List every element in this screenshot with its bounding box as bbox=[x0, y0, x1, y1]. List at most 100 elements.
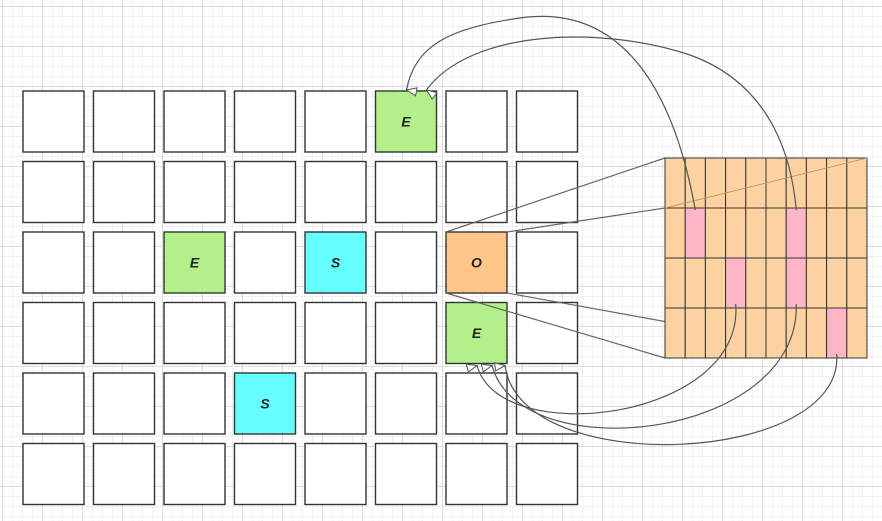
grid-cell bbox=[515, 231, 579, 294]
matrix-cell bbox=[745, 207, 767, 259]
cell-label: S bbox=[260, 396, 270, 412]
cell-e bbox=[445, 301, 508, 365]
matrix-cell bbox=[846, 257, 868, 309]
cell-e bbox=[163, 231, 226, 294]
matrix-diagonal bbox=[664, 157, 868, 209]
cell-e bbox=[374, 90, 438, 153]
matrix-cell bbox=[826, 207, 848, 259]
matrix-cell bbox=[846, 307, 868, 359]
grid-cell bbox=[163, 301, 226, 365]
grid-cell bbox=[515, 301, 579, 365]
grid-cell bbox=[304, 372, 367, 435]
matrix-cell bbox=[745, 157, 767, 209]
cell-s bbox=[304, 231, 367, 294]
grid-cell bbox=[445, 372, 508, 435]
grid-cell bbox=[374, 372, 438, 435]
grid-cell bbox=[92, 160, 156, 224]
grid-cell bbox=[233, 301, 297, 365]
grid-cell bbox=[515, 442, 579, 506]
matrix-cell bbox=[745, 257, 767, 309]
grid-cell bbox=[445, 442, 508, 506]
matrix-cell-highlight bbox=[725, 257, 747, 309]
cell-s bbox=[233, 372, 297, 435]
matrix-cell-highlight bbox=[684, 207, 706, 259]
matrix-cell bbox=[826, 257, 848, 309]
matrix-cell bbox=[805, 307, 828, 359]
detail-matrix bbox=[664, 157, 868, 359]
grid-cell bbox=[22, 372, 85, 435]
zoom-connector-line bbox=[445, 157, 666, 233]
cell-label: E bbox=[472, 325, 482, 341]
grid-cell bbox=[445, 160, 508, 224]
matrix-cell bbox=[805, 157, 828, 209]
matrix-cell bbox=[664, 307, 686, 359]
matrix-cell bbox=[664, 207, 686, 259]
matrix-cell bbox=[805, 207, 828, 259]
cell-grid: E E S O E S bbox=[22, 90, 579, 506]
cell-o bbox=[445, 231, 508, 294]
matrix-cell bbox=[684, 257, 706, 309]
grid-cell bbox=[515, 90, 579, 153]
grid-cell bbox=[304, 301, 367, 365]
matrix-cell bbox=[805, 257, 828, 309]
matrix-cell bbox=[846, 157, 868, 209]
matrix-cell-highlight bbox=[785, 257, 807, 309]
grid-cell bbox=[515, 160, 579, 224]
grid-cell bbox=[92, 301, 156, 365]
reference-arrow bbox=[427, 36, 797, 211]
zoom-connector-line bbox=[445, 292, 666, 359]
grid-cell bbox=[233, 160, 297, 224]
grid-cell bbox=[304, 442, 367, 506]
grid-cell bbox=[233, 90, 297, 153]
matrix-cell bbox=[704, 257, 727, 309]
grid-cell bbox=[92, 231, 156, 294]
grid-cell bbox=[374, 231, 438, 294]
matrix-cell bbox=[725, 157, 747, 209]
grid-cell bbox=[515, 372, 579, 435]
reference-arrow bbox=[505, 353, 838, 446]
matrix-cell bbox=[664, 257, 686, 309]
matrix-cell bbox=[745, 307, 767, 359]
reference-arrow bbox=[477, 303, 737, 415]
matrix-cell bbox=[765, 257, 787, 309]
matrix-cell bbox=[704, 207, 727, 259]
grid-cell bbox=[92, 442, 156, 506]
matrix-cell bbox=[785, 157, 807, 209]
grid-cell bbox=[445, 90, 508, 153]
matrix-cell bbox=[765, 307, 787, 359]
grid-cell bbox=[374, 442, 438, 506]
matrix-cell bbox=[846, 207, 868, 259]
cell-label: O bbox=[471, 255, 482, 271]
grid-cell bbox=[163, 160, 226, 224]
grid-cell bbox=[304, 90, 367, 153]
grid-cell bbox=[92, 90, 156, 153]
cell-label: E bbox=[190, 255, 200, 271]
grid-cell bbox=[374, 301, 438, 365]
matrix-cell-highlight bbox=[826, 307, 848, 359]
grid-cell bbox=[163, 442, 226, 506]
grid-cell bbox=[233, 231, 297, 294]
cell-label: E bbox=[401, 114, 411, 130]
grid-cell bbox=[233, 442, 297, 506]
grid-cell bbox=[374, 160, 438, 224]
matrix-cell bbox=[704, 307, 727, 359]
matrix-cell bbox=[765, 207, 787, 259]
grid-cell bbox=[163, 372, 226, 435]
matrix-cell-highlight bbox=[785, 207, 807, 259]
matrix-cell bbox=[725, 207, 747, 259]
cell-label: S bbox=[331, 255, 341, 271]
matrix-cell bbox=[684, 307, 706, 359]
matrix-cell bbox=[664, 157, 686, 209]
grid-cell bbox=[22, 442, 85, 506]
grid-cell bbox=[304, 160, 367, 224]
zoom-connector-line bbox=[506, 207, 666, 233]
matrix-cell bbox=[765, 157, 787, 209]
grid-cell bbox=[163, 90, 226, 153]
grid-cell bbox=[22, 301, 85, 365]
grid-cell bbox=[22, 90, 85, 153]
reference-arrow bbox=[492, 303, 797, 429]
grid-cell bbox=[22, 160, 85, 224]
grid-cell bbox=[22, 231, 85, 294]
reference-arrows bbox=[407, 15, 838, 446]
